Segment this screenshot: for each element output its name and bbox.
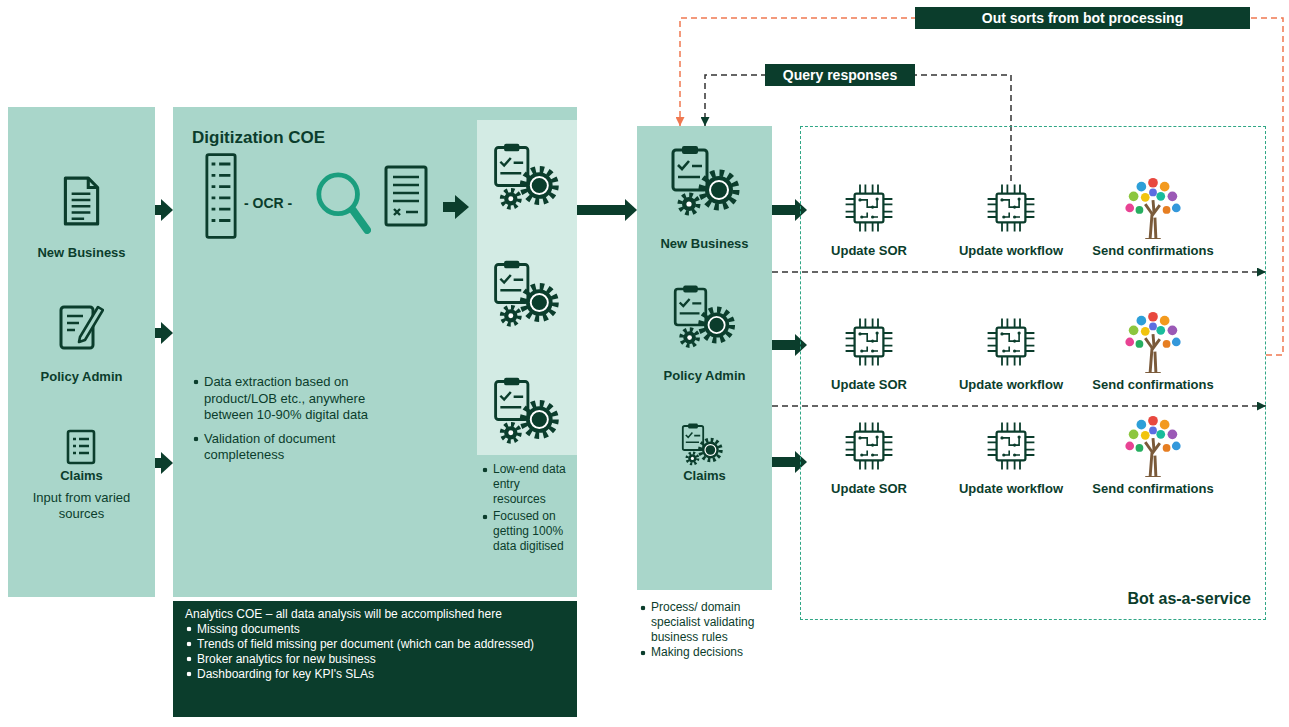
icon — [984, 315, 1038, 369]
node-body-text: Validation of document completeness — [192, 431, 402, 464]
bot-step: Update workflow — [949, 419, 1073, 501]
icon — [384, 165, 428, 227]
process-step: Policy Admin — [637, 278, 772, 388]
icon — [1121, 175, 1185, 239]
icon — [488, 372, 564, 448]
node-text: Policy Admin — [8, 369, 155, 385]
node-body-text: Dashboarding for key KPI's SLAs — [185, 667, 567, 682]
flow-arrow — [155, 328, 163, 338]
bot-service-box: Bot as-a-service Update SOR Update workflo… — [800, 126, 1266, 620]
node-text: Policy Admin — [637, 368, 772, 384]
icon — [842, 181, 896, 235]
node-text: Update SOR — [807, 481, 931, 497]
icon — [668, 280, 740, 352]
specialist-panel: Process/ domain specialist validating bu… — [637, 126, 772, 664]
bot-step: Update SOR — [807, 181, 931, 263]
node-body-text: Trends of field missing per document (wh… — [185, 637, 567, 652]
coe-panel: Digitization COE Data extraction based on… — [173, 107, 577, 597]
icon — [313, 169, 371, 235]
edge-label: Out sorts from bot processing — [915, 7, 1250, 29]
node-text: New Business — [637, 236, 772, 252]
node-text: Update SOR — [807, 243, 931, 259]
icon — [60, 175, 102, 227]
process-step: Claims — [637, 420, 772, 488]
node-text: Send confirmations — [1091, 481, 1215, 497]
icon — [984, 419, 1038, 473]
analytics-box: Analytics COE – all data analysis will b… — [173, 601, 577, 717]
node-body-text: Making decisions — [639, 645, 772, 660]
dashed-connector — [772, 271, 1266, 273]
input-panel: Input from varied sources New BusinessPol… — [8, 107, 155, 597]
flow-arrow — [772, 205, 797, 215]
bot-step: Update workflow — [949, 315, 1073, 397]
node-body-text: Broker analytics for new business — [185, 652, 567, 667]
node-body-text: Missing documents — [185, 622, 567, 637]
flow-arrow — [155, 458, 163, 468]
node-text: Send confirmations — [1091, 243, 1215, 259]
data-entry-box: Low-end data entry resourcesFocused on g… — [477, 120, 577, 558]
node-body-text: Data extraction based on product/LOB etc… — [192, 374, 402, 423]
node-text: Update workflow — [949, 377, 1073, 393]
bot-step: Send confirmations — [1091, 315, 1215, 397]
icon — [677, 420, 727, 468]
icon — [205, 152, 237, 240]
icon — [984, 181, 1038, 235]
flow-arrow — [772, 340, 797, 350]
icon — [443, 195, 469, 219]
node-text: Claims — [637, 468, 772, 484]
input-source: New Business — [8, 175, 155, 267]
icon — [488, 138, 564, 214]
bot-step: Send confirmations — [1091, 181, 1215, 263]
node-text: Input from varied sources — [27, 490, 137, 523]
input-source: Policy Admin — [8, 299, 155, 389]
node-text: Claims — [8, 468, 155, 484]
dashed-connector — [772, 405, 1266, 407]
node-text: Analytics COE – all data analysis will b… — [185, 607, 567, 622]
node-text: Process/ domain specialist validating bu… — [639, 600, 772, 645]
node-text: Update SOR — [807, 377, 931, 393]
node-body-text: Focused on getting 100% data digitised — [481, 509, 575, 554]
ocr-label: - OCR - — [244, 195, 292, 213]
flow-arrow — [155, 205, 163, 215]
process-step: New Business — [637, 140, 772, 256]
bot-step: Update workflow — [949, 181, 1073, 263]
icon — [842, 315, 896, 369]
flow-arrow — [577, 205, 627, 215]
node-text: Low-end data entry resources — [481, 462, 575, 507]
icon — [65, 429, 97, 465]
icon — [665, 140, 745, 220]
bot-step: Update SOR — [807, 315, 931, 397]
input-source: Claims — [8, 429, 155, 488]
node-text: Bot as-a-service — [801, 589, 1251, 609]
flow-arrow — [772, 457, 797, 467]
icon — [1121, 309, 1185, 373]
icon — [842, 419, 896, 473]
icon — [488, 255, 564, 331]
node-text: Digitization COE — [192, 127, 402, 148]
node-text: Update workflow — [949, 481, 1073, 497]
bot-step: Send confirmations — [1091, 419, 1215, 501]
node-text: Update workflow — [949, 243, 1073, 259]
icon — [1121, 413, 1185, 477]
bot-step: Update SOR — [807, 419, 931, 501]
node-text: New Business — [8, 245, 155, 261]
node-text: Send confirmations — [1091, 377, 1215, 393]
edge-label: Query responses — [765, 64, 915, 86]
icon — [58, 299, 104, 351]
